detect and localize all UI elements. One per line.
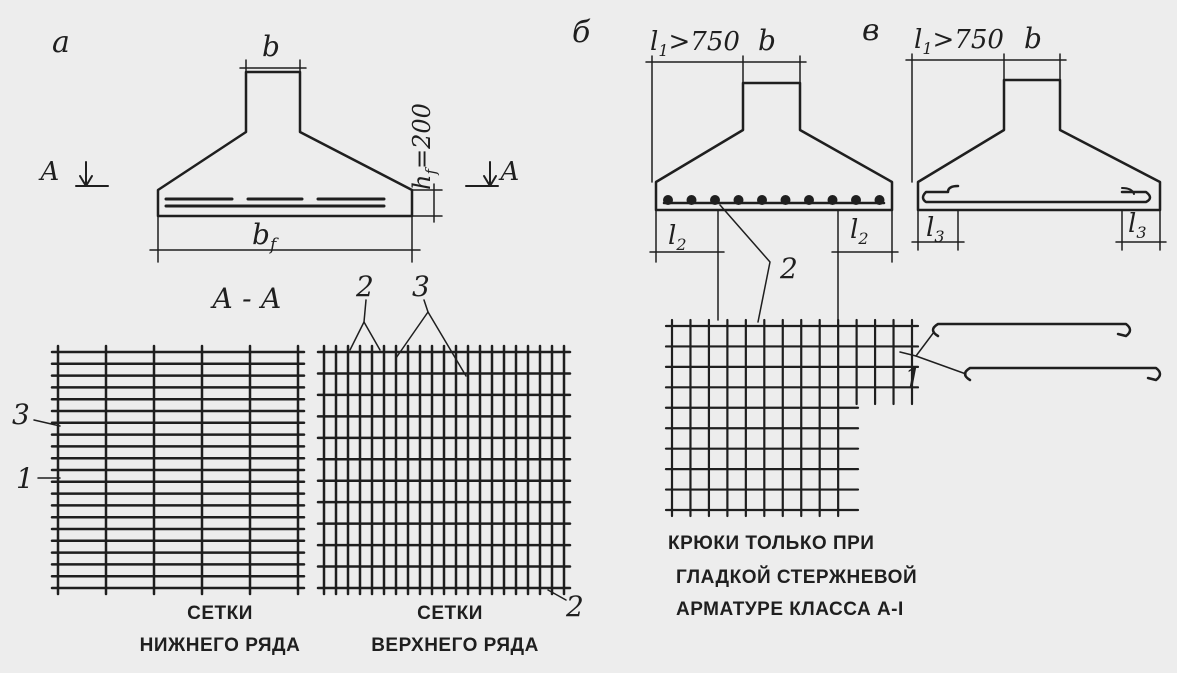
lower-mesh-caption-line1: СЕТКИ [187, 603, 253, 624]
section-title: А - А [210, 282, 282, 315]
panel-label-v: в [862, 13, 879, 48]
dim-l3-v-right-label: l3 [1128, 209, 1147, 242]
leaders-upper [349, 299, 467, 377]
svg-text:А: А [38, 157, 60, 187]
dim-hf-label: hf=200 [408, 103, 440, 190]
mesh-b-grid [664, 318, 920, 518]
panel-label-b: б [572, 15, 591, 50]
footing-a-outline [156, 70, 414, 218]
rebar-section-dot [663, 195, 673, 205]
callout-3-upper: 3 [412, 270, 430, 303]
callout-2-lower-right: 2 [565, 590, 584, 623]
dim-bf-label: bf [252, 218, 279, 255]
dim-b-b-label: b [758, 24, 776, 57]
footing-a-bottom-bars [164, 197, 386, 208]
upper-mesh-caption-line2: ВЕРХНЕГО РЯДА [371, 635, 539, 656]
lower-mesh-caption-line2: НИЖНЕГО РЯДА [139, 635, 301, 656]
rebar-section-dot [827, 195, 838, 205]
dim-hf [411, 183, 443, 223]
callout-1-left: 1 [16, 462, 34, 495]
dim-l3-v-left-label: l3 [926, 213, 945, 246]
footing-v-outline [916, 78, 1162, 212]
dim-l1-b-label: l1>750 [650, 27, 740, 60]
rebar-section-dot [710, 195, 720, 205]
dim-l3-v [911, 209, 1167, 251]
upper-mesh-caption-line1: СЕТКИ [417, 603, 483, 624]
rebar-section-dot [851, 195, 861, 205]
dim-bf [149, 215, 421, 263]
dim-l1-b [645, 55, 807, 183]
panel-label-a: а [52, 25, 70, 60]
rebar-section-dot [757, 195, 767, 205]
dim-l1-v-label: l1>750 [914, 25, 1004, 58]
leader-2-lower-right [547, 589, 567, 601]
hook-bars-detail [931, 322, 1162, 382]
dim-l1-v [905, 53, 1067, 183]
callout-1-b: 1 [904, 362, 922, 395]
rebar-section-dot [804, 195, 814, 205]
hooks-caption-line1: КРЮКИ ТОЛЬКО ПРИ [668, 533, 875, 554]
dim-b-v-label: b [1024, 22, 1042, 55]
dim-l2-b [649, 209, 899, 321]
callout-3-left: 3 [12, 398, 30, 431]
svg-text:А: А [498, 157, 520, 187]
leader-3-left [33, 419, 61, 427]
dim-b-a [239, 59, 307, 73]
footing-b-bars [662, 195, 886, 205]
footing-v-hooked-bars [921, 184, 1152, 204]
dim-b-a-label: b [262, 30, 280, 63]
section-marker-right: А [465, 157, 520, 187]
rebar-section-dot [874, 195, 885, 205]
footing-b-outline [654, 81, 894, 212]
leaders-1-b [899, 331, 967, 375]
section-marker-left: А [38, 157, 109, 187]
callout-2-b: 2 [779, 252, 798, 285]
leaders-2-b [719, 204, 771, 323]
rebar-section-dot [686, 195, 697, 205]
rebar-section-dot [733, 195, 744, 205]
dim-l2-b-left-label: l2 [668, 221, 687, 254]
lower-mesh-grid [50, 344, 306, 596]
rebar-section-dot [780, 195, 791, 205]
hooks-caption-line3: АРМАТУРЕ КЛАССА А-I [676, 599, 904, 620]
hooks-caption-line2: ГЛАДКОЙ СТЕРЖНЕВОЙ [676, 567, 918, 588]
dim-l2-b-right-label: l2 [850, 215, 869, 248]
upper-mesh-grid [316, 344, 572, 596]
callout-2-upper: 2 [355, 270, 374, 303]
